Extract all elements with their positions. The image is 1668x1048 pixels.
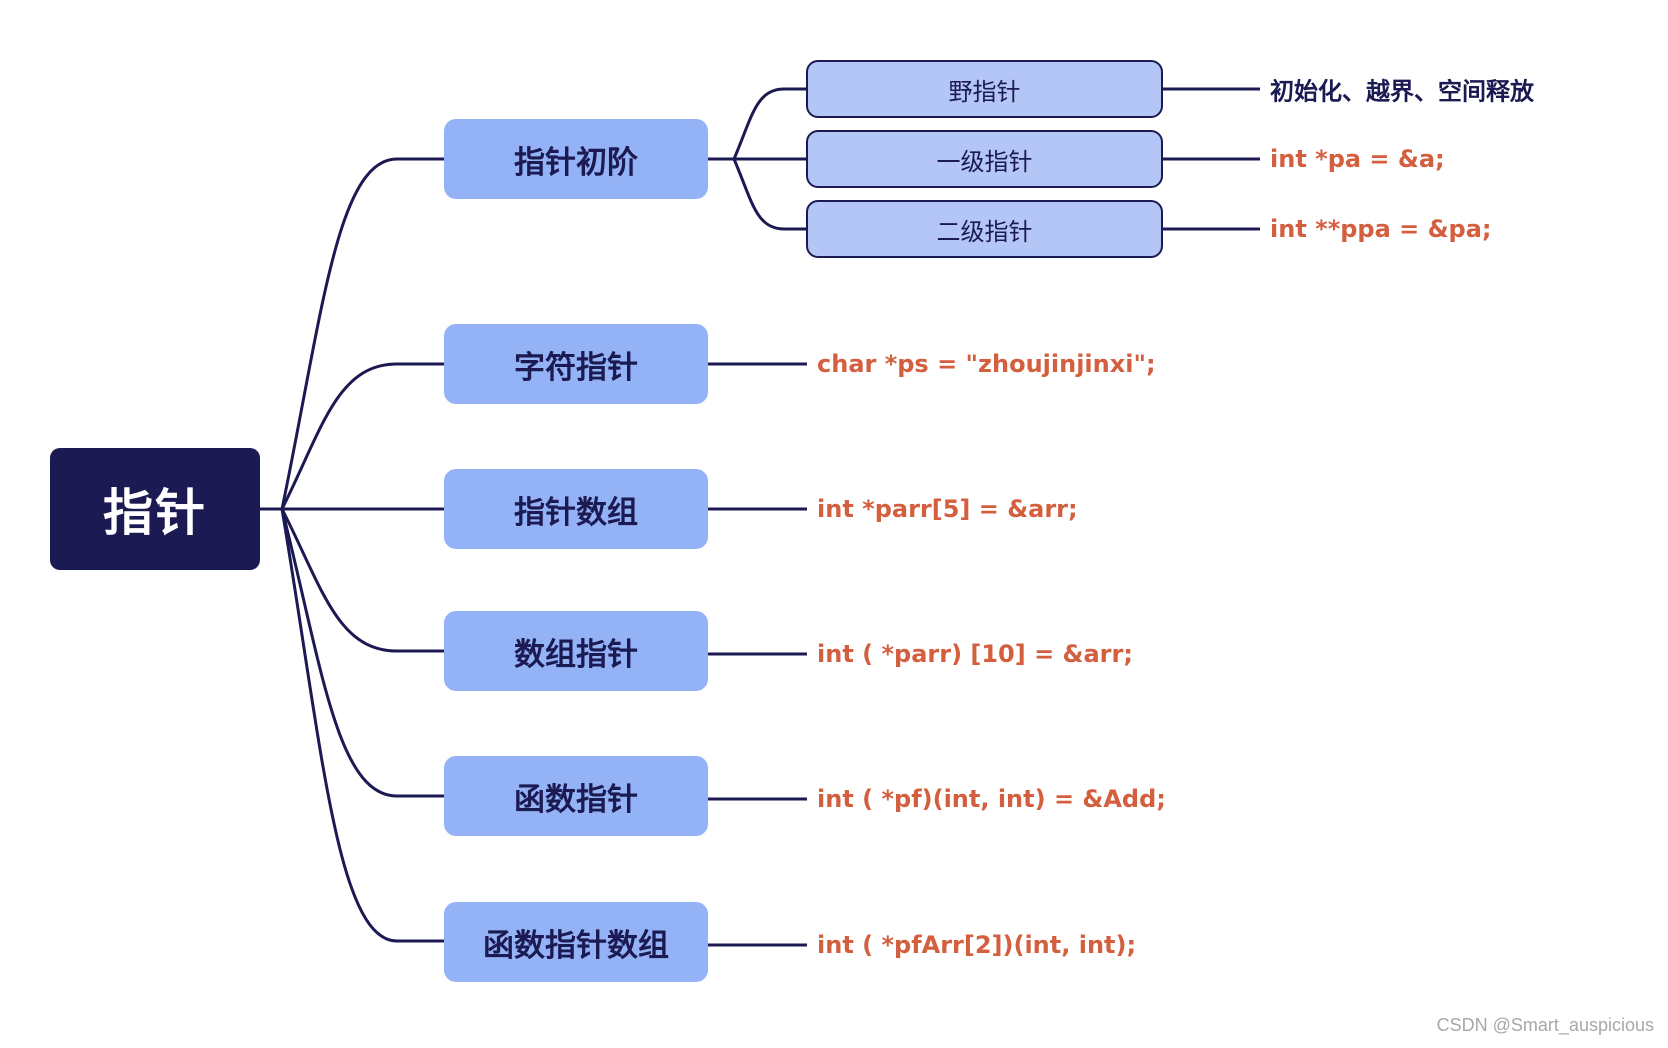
leaf-char-pointer-code: char *ps = "zhoujinjinxi"; <box>817 350 1156 378</box>
branch-node-char-pointer[interactable]: 字符指针 <box>444 324 708 404</box>
branch-node-array-pointer[interactable]: 数组指针 <box>444 611 708 691</box>
branch-label: 指针初阶 <box>514 144 638 181</box>
branch-node-function-pointer-array[interactable]: 函数指针数组 <box>444 902 708 982</box>
leaf-pointer-array-code: int *parr[5] = &arr; <box>817 495 1078 523</box>
branch-label: 函数指针 <box>514 781 638 818</box>
sub-node-first-level-pointer[interactable]: 一级指针 <box>806 130 1163 188</box>
branch-label: 字符指针 <box>514 349 638 386</box>
sub-node-second-level-pointer[interactable]: 二级指针 <box>806 200 1163 258</box>
leaf-array-pointer-code: int ( *parr) [10] = &arr; <box>817 640 1133 668</box>
sub-label: 一级指针 <box>936 147 1033 176</box>
branch-node-pointer-array[interactable]: 指针数组 <box>444 469 708 549</box>
connector-array-pointer <box>280 508 444 653</box>
leaf-function-pointer-code: int ( *pf)(int, int) = &Add; <box>817 785 1166 813</box>
sub-node-wild-pointer[interactable]: 野指针 <box>806 60 1163 118</box>
watermark: CSDN @Smart_auspicious <box>1436 1015 1654 1035</box>
connector-pointer-basics <box>280 157 444 510</box>
branch-label: 指针数组 <box>514 494 638 531</box>
branch-label: 函数指针数组 <box>483 927 669 964</box>
root-label: 指针 <box>103 484 207 542</box>
branch-node-pointer-basics[interactable]: 指针初阶 <box>444 119 708 199</box>
branch-node-function-pointer[interactable]: 函数指针 <box>444 756 708 836</box>
leaf-wild-pointer-notes: 初始化、越界、空间释放 <box>1270 77 1534 106</box>
connector-function-pointer <box>280 508 444 798</box>
sub-label: 野指针 <box>948 77 1021 106</box>
sub-connector-wild-pointer <box>732 87 806 160</box>
branch-label: 数组指针 <box>514 636 638 673</box>
sub-label: 二级指针 <box>936 217 1033 246</box>
leaf-function-pointer-array-code: int ( *pfArr[2])(int, int); <box>817 931 1137 959</box>
leaf-first-level-pointer-code: int *pa = &a; <box>1270 145 1445 173</box>
root-node[interactable]: 指针 <box>50 448 260 570</box>
connector-char-pointer <box>280 362 444 510</box>
leaf-second-level-pointer-code: int **ppa = &pa; <box>1270 215 1492 243</box>
sub-connector-second-level-pointer <box>732 158 806 231</box>
connector-function-pointer-array <box>280 508 444 943</box>
